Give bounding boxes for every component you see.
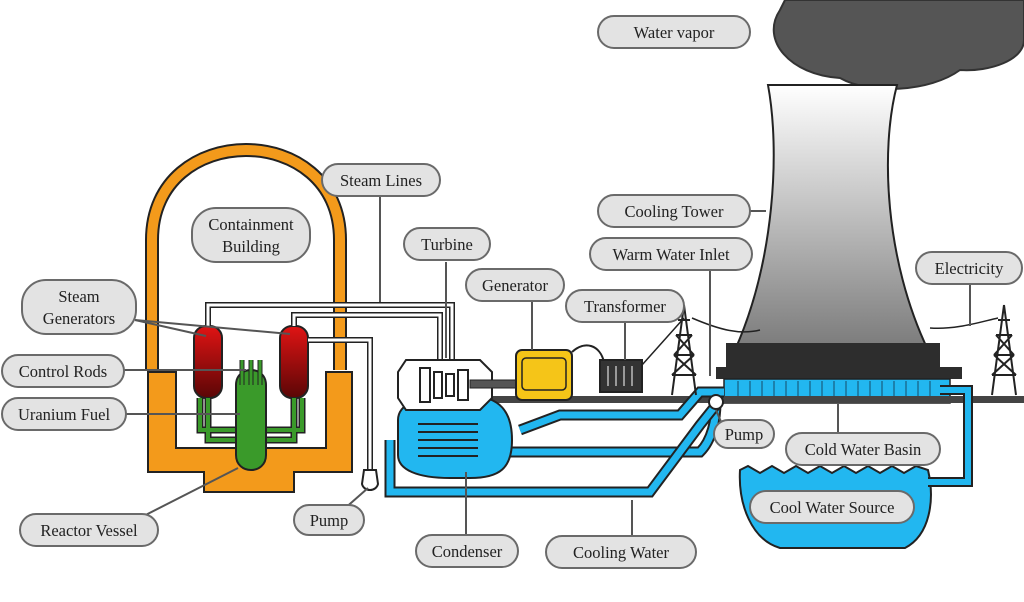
label-transformer: Transformer — [565, 289, 685, 323]
turbine-blades — [419, 367, 469, 403]
containment-base — [147, 371, 353, 493]
label-pump-left: Pump — [293, 504, 365, 536]
svg-text:Containment: Containment — [208, 215, 294, 234]
svg-text:Generators: Generators — [43, 309, 115, 328]
label-condenser: Condenser — [415, 534, 519, 568]
svg-text:Generator: Generator — [482, 276, 548, 295]
steam-generator-left — [193, 325, 223, 399]
pump-right — [708, 394, 724, 410]
svg-text:Electricity: Electricity — [935, 259, 1004, 278]
steam-generator-right — [279, 325, 309, 399]
ground-line — [490, 396, 1024, 403]
power-tower-left — [671, 304, 697, 396]
label-uranium-fuel: Uranium Fuel — [1, 397, 127, 431]
label-cooling-tower: Cooling Tower — [597, 194, 751, 228]
svg-text:Turbine: Turbine — [421, 235, 473, 254]
generator-cable — [571, 344, 605, 363]
label-reactor-vessel: Reactor Vessel — [19, 513, 159, 547]
label-cold-water-basin: Cold Water Basin — [785, 432, 941, 466]
label-generator: Generator — [465, 268, 565, 302]
water-vapor-cloud — [772, 0, 1024, 90]
cooling-tower-base — [726, 343, 940, 367]
generator — [515, 349, 573, 401]
svg-text:Cold Water Basin: Cold Water Basin — [805, 440, 922, 459]
svg-text:Reactor Vessel: Reactor Vessel — [40, 521, 138, 540]
svg-text:Pump: Pump — [725, 425, 764, 444]
cooling-tower — [733, 84, 930, 351]
power-lines — [641, 317, 999, 366]
label-cool-water-source: Cool Water Source — [749, 490, 915, 524]
svg-text:Cool Water Source: Cool Water Source — [770, 498, 895, 517]
turbine-shaft — [469, 379, 521, 389]
label-containment-building: Containment Building — [191, 207, 311, 263]
transformer — [599, 359, 643, 393]
svg-text:Uranium Fuel: Uranium Fuel — [18, 405, 111, 424]
svg-text:Condenser: Condenser — [432, 542, 503, 561]
svg-text:Steam Lines: Steam Lines — [340, 171, 422, 190]
cooling-tower-ring — [716, 367, 962, 379]
label-water-vapor: Water vapor — [597, 15, 751, 49]
leader-lines — [119, 196, 971, 542]
svg-text:Transformer: Transformer — [584, 297, 666, 316]
pump-left — [360, 469, 380, 491]
svg-text:Steam: Steam — [58, 287, 99, 306]
svg-text:Control Rods: Control Rods — [19, 362, 107, 381]
label-control-rods: Control Rods — [1, 354, 125, 388]
label-cooling-water: Cooling Water — [545, 535, 697, 569]
label-warm-water-inlet: Warm Water Inlet — [589, 237, 753, 271]
label-pump-right: Pump — [713, 419, 775, 449]
label-turbine: Turbine — [403, 227, 491, 261]
condenser-tubes — [418, 423, 478, 457]
svg-text:Warm Water Inlet: Warm Water Inlet — [612, 245, 729, 264]
svg-text:Building: Building — [222, 237, 280, 256]
label-steam-lines: Steam Lines — [321, 163, 441, 197]
svg-text:Water vapor: Water vapor — [634, 23, 715, 42]
label-steam-generators: Steam Generators — [21, 279, 137, 335]
label-electricity: Electricity — [915, 251, 1023, 285]
power-tower-right — [991, 304, 1017, 396]
svg-text:Cooling Tower: Cooling Tower — [625, 202, 724, 221]
svg-text:Cooling Water: Cooling Water — [573, 543, 669, 562]
svg-text:Pump: Pump — [310, 511, 349, 530]
